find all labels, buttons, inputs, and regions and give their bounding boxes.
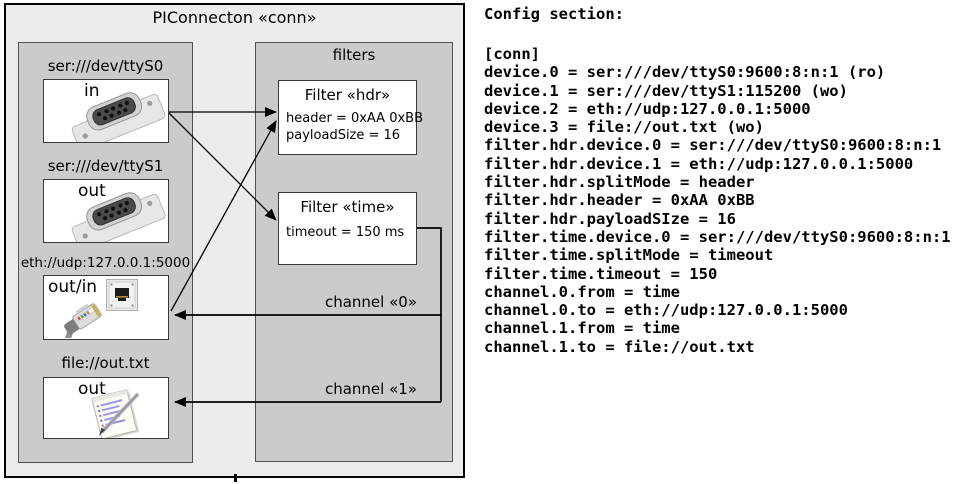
device-uri-label-file: file://out.txt [61, 354, 150, 372]
filter-box-time: Filter «time» timeout = 150 ms [278, 192, 417, 265]
config-line: channel.1.from = time [484, 319, 680, 338]
filter-attr-payloadsize: payloadSize = 16 [286, 128, 401, 143]
device-box-eth: out/in [43, 275, 169, 340]
config-line: device.2 = eth://udp:127.0.0.1:5000 [484, 99, 811, 118]
config-line: filter.hdr.splitMode = header [484, 173, 755, 192]
filter-attr-timeout: timeout = 150 ms [286, 225, 405, 240]
channel-0-label: channel «0» [324, 293, 417, 311]
serial-connector-icon [71, 92, 166, 142]
ethernet-plug-icon [62, 303, 102, 338]
config-line: filter.time.timeout = 150 [484, 264, 718, 283]
config-line: filter.time.splitMode = timeout [484, 246, 774, 265]
filter-attr-header: header = 0xAA 0xBB [286, 111, 424, 126]
config-line: filter.hdr.payloadSIze = 16 [484, 209, 736, 228]
serial-connector-icon [71, 192, 166, 242]
config-line: filter.time.device.0 = ser:///dev/ttyS0:… [484, 227, 951, 246]
config-line: device.1 = ser:///dev/ttyS1:115200 (wo) [484, 81, 848, 100]
filter-title: Filter «time» [300, 198, 395, 216]
config-line: channel.0.from = time [484, 282, 680, 301]
config-line: device.3 = file://out.txt (wo) [484, 118, 764, 137]
filter-title: Filter «hdr» [304, 86, 391, 104]
config-heading: Config section: [484, 5, 624, 23]
config-line: [conn] [484, 45, 540, 63]
config-line: device.0 = ser:///dev/ttyS0:9600:8:n:1 (… [484, 63, 886, 82]
config-line: filter.hdr.device.1 = eth://udp:127.0.0.… [484, 154, 914, 173]
config-lines: [conn] device.0 = ser:///dev/ttyS0:9600:… [484, 45, 951, 356]
device-uri-label-ttys1: ser:///dev/ttyS1 [47, 157, 164, 175]
config-line: filter.hdr.device.0 = ser:///dev/ttyS0:9… [484, 136, 942, 155]
config-line: channel.1.to = file://out.txt [484, 337, 755, 356]
ethernet-jack-icon [106, 279, 138, 311]
device-direction-label: out [78, 379, 106, 399]
config-line: filter.hdr.header = 0xAA 0xBB [484, 191, 755, 210]
diagram-title: PIConnecton «conn» [152, 8, 317, 27]
filter-box-hdr: Filter «hdr» header = 0xAA 0xBB payloadS… [278, 80, 423, 155]
channel-1-label: channel «1» [324, 380, 417, 398]
filters-panel-label: filters [332, 46, 376, 64]
device-direction-label: out [78, 181, 106, 201]
config-line: channel.0.to = eth://udp:127.0.0.1:5000 [484, 301, 848, 320]
device-direction-label: out/in [48, 277, 98, 297]
device-uri-label-ttys0: ser:///dev/ttyS0 [47, 57, 164, 75]
device-box-file: out [43, 377, 169, 439]
device-uri-label-eth: eth://udp:127.0.0.1:5000 [20, 255, 191, 271]
device-box-ttys0: in [43, 79, 169, 143]
device-box-ttys1: out [43, 179, 169, 243]
device-direction-label: in [84, 81, 100, 101]
notepad-icon [91, 389, 140, 438]
